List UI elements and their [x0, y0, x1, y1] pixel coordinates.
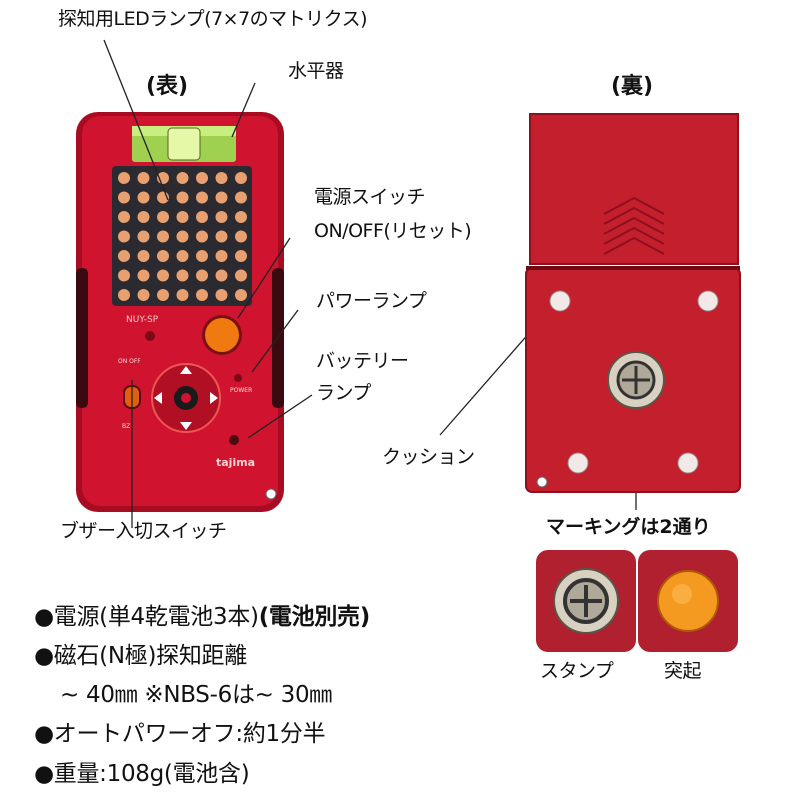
power-lamp [234, 374, 242, 382]
led-dot [196, 269, 208, 282]
battery-lamp-label-1: バッテリー [316, 350, 409, 372]
led-dot [176, 230, 189, 243]
led-dot [235, 289, 247, 301]
led-dot [196, 172, 208, 184]
led-dot [137, 172, 150, 184]
spec-line-magnet: ●磁石(N極)探知距離 [34, 643, 247, 669]
battery-lamp-label-2: ランプ [316, 382, 371, 404]
stamp-thumbnail [536, 550, 636, 652]
power-lamp-label: パワーランプ [316, 290, 427, 312]
led-dot [157, 289, 169, 301]
led-dot [157, 211, 169, 223]
led-dot [235, 172, 247, 184]
led-dot [215, 230, 228, 243]
led-dot [235, 230, 247, 243]
marking-title: マーキングは2通り [546, 516, 711, 538]
battery-lamp [229, 435, 239, 445]
buzzer-switch-label: ブザー入切スイッチ [60, 520, 227, 542]
power-switch-label-2: ON/OFF(リセット) [314, 220, 472, 242]
spirit-level [132, 126, 236, 162]
cushion-pad [549, 290, 571, 312]
indicator-led [145, 331, 155, 341]
led-dot [235, 269, 247, 282]
stamp-marker [607, 351, 665, 409]
led-dot [215, 250, 228, 262]
spec-line-power: ●電源(単4乾電池3本)(電池別売) [34, 604, 370, 630]
spec-line-auto-off: ●オートパワーオフ:約1分半 [34, 721, 326, 747]
spec-line-weight: ●重量:108g(電池含) [34, 761, 250, 787]
led-dot [176, 172, 189, 184]
power-switch-label-1: 電源スイッチ [314, 186, 426, 208]
led-dot [196, 191, 208, 204]
direction-pad [151, 363, 221, 433]
cushion-pad [677, 452, 699, 474]
led-dot [118, 211, 130, 223]
led-dot [196, 230, 208, 243]
led-dot [235, 250, 247, 262]
led-dot [157, 250, 169, 262]
spec-line-distance: ~ 40㎜ ※NBS-6は~ 30㎜ [60, 682, 332, 708]
led-dot [137, 289, 150, 301]
led-dot [176, 289, 189, 301]
back-heading: (裏) [611, 74, 654, 99]
cushion-pad [567, 452, 589, 474]
cushion-label: クッション [382, 446, 475, 468]
led-dot [196, 211, 208, 223]
back-device [525, 113, 741, 493]
led-dot [215, 269, 228, 282]
led-dot [118, 172, 130, 184]
led-dot [118, 269, 130, 282]
led-dot [215, 191, 228, 204]
led-dot [235, 191, 247, 204]
led-dot [176, 250, 189, 262]
stamp-label: スタンプ [540, 660, 614, 682]
led-dot [157, 230, 169, 243]
led-dot [196, 289, 208, 301]
led-dot [137, 211, 150, 223]
led-dot [118, 230, 130, 243]
led-dot [118, 191, 130, 204]
led-dot [137, 269, 150, 282]
led-dot [176, 211, 189, 223]
brand-logo: tajima [216, 456, 255, 469]
led-dot [118, 250, 130, 262]
led-dot [176, 191, 189, 204]
led-dot [215, 211, 228, 223]
power-label: POWER [230, 387, 252, 394]
bump-label: 突起 [664, 660, 702, 682]
level-label: 水平器 [288, 60, 344, 82]
led-dot [235, 211, 247, 223]
power-switch-button[interactable] [205, 318, 239, 352]
led-dot [137, 230, 150, 243]
model-label: NUY-SP [126, 315, 159, 325]
led-matrix [112, 166, 252, 306]
led-dot [137, 250, 150, 262]
front-heading: (表) [146, 74, 189, 99]
led-dot [137, 191, 150, 204]
led-lamp-label: 探知用LEDランプ(7×7のマトリクス) [58, 8, 368, 30]
cushion-pad [697, 290, 719, 312]
led-dot [215, 172, 228, 184]
led-dot [196, 250, 208, 262]
bump-thumbnail [638, 550, 738, 652]
led-dot [118, 289, 130, 301]
on-off-label: ON OFF [118, 358, 141, 365]
buzzer-label: BZ [122, 423, 130, 430]
led-dot [176, 269, 189, 282]
led-dot [215, 289, 228, 301]
led-dot [157, 269, 169, 282]
